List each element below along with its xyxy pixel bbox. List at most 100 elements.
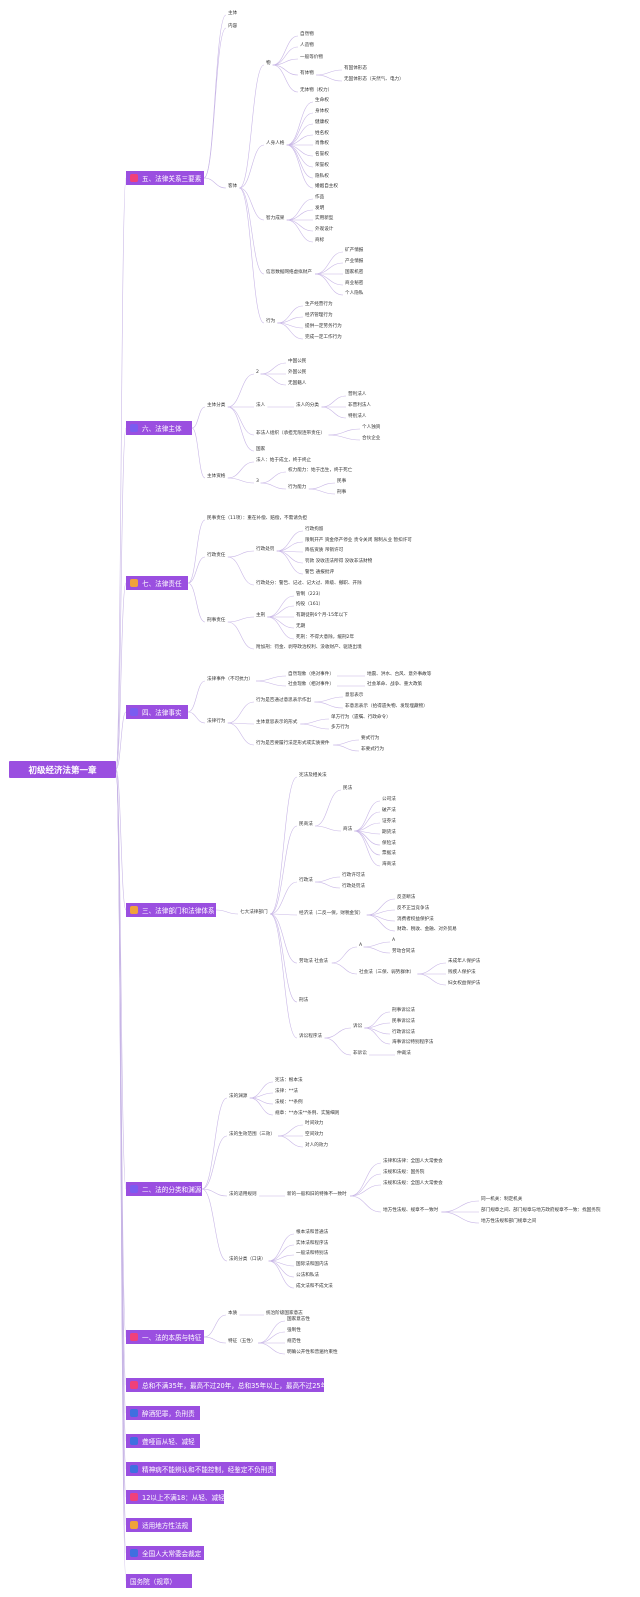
topic-node[interactable]: 无期 [296, 624, 306, 629]
topic-node[interactable]: 发明 [315, 206, 325, 211]
topic-node[interactable]: 罚款 没收违法所得 没收非法财物 [305, 559, 373, 564]
topic-node[interactable]: 消费者权益保护法 [397, 917, 434, 922]
topic-node[interactable]: 法的生效范围（三效） [229, 1132, 275, 1137]
root-node[interactable]: 初级经济法第一章 [9, 761, 116, 778]
topic-node[interactable]: 国家意志性 [287, 1317, 310, 1322]
topic-node[interactable]: A [392, 938, 396, 943]
topic-node[interactable]: 破产法 [382, 808, 396, 813]
topic-node[interactable]: 行政拘留 [305, 527, 324, 532]
topic-node[interactable]: 死刑：不得大意除，缓刑2年 [296, 635, 355, 640]
topic-node[interactable]: 意思表示 [345, 693, 364, 698]
topic-node[interactable]: 无国籍人 [288, 381, 307, 386]
topic-node[interactable]: 法律行为 [207, 719, 226, 724]
topic-node[interactable]: 法规和法规：国务院 [383, 1170, 425, 1175]
topic-node[interactable]: 物 [266, 61, 271, 66]
topic-node[interactable]: 降低资质 吊销许可 [305, 548, 344, 553]
topic-node[interactable]: 要式行为 [361, 736, 380, 741]
topic-node[interactable]: 法律和法律：全国人大常委会 [383, 1159, 443, 1164]
topic-node[interactable]: 地方性法规、规章不一致时 [383, 1208, 439, 1213]
topic-node[interactable]: 3 [256, 479, 259, 484]
topic-node[interactable]: 海商法 [382, 862, 396, 867]
topic-node[interactable]: 商标 [315, 238, 325, 243]
topic-node[interactable]: 营利法人 [348, 392, 367, 397]
topic-node[interactable]: 合伙企业 [362, 436, 381, 441]
topic-node[interactable]: 肖像权 [315, 141, 329, 146]
topic-node[interactable]: 行为能力 [288, 485, 307, 490]
branch-node[interactable]: 聋哑盲从轻、减轻 [126, 1434, 200, 1448]
topic-node[interactable]: 主体意思表示的形式 [256, 720, 298, 725]
topic-node[interactable]: 同一机关：制定机关 [481, 1197, 523, 1202]
topic-node[interactable]: 行为是否通过意思表示作出 [256, 698, 312, 703]
topic-node[interactable]: 仲裁法 [397, 1051, 411, 1056]
topic-node[interactable]: 民商法 [299, 822, 313, 827]
topic-node[interactable]: 个人隐私 [345, 291, 364, 296]
topic-node[interactable]: 特别法人 [348, 414, 367, 419]
topic-node[interactable]: 商法 [343, 827, 353, 832]
topic-node[interactable]: 法人：始于成立，终于终止 [256, 458, 312, 463]
topic-node[interactable]: 主体 [228, 11, 238, 16]
topic-node[interactable]: 一般等价物 [300, 55, 323, 60]
topic-node[interactable]: 公司法 [382, 797, 396, 802]
topic-node[interactable]: 经济管理行为 [305, 313, 333, 318]
topic-node[interactable]: 内容 [228, 24, 238, 29]
branch-node[interactable]: 全国人大常委会裁定 [126, 1546, 204, 1560]
topic-node[interactable]: 根本法和普通法 [296, 1230, 329, 1235]
topic-node[interactable]: 刑事 [337, 490, 347, 495]
topic-node[interactable]: 国际法和国内法 [296, 1262, 329, 1267]
topic-node[interactable]: 主体资格 [207, 474, 226, 479]
topic-node[interactable]: 有期徒刑6个月-15年以下 [296, 613, 348, 618]
branch-node[interactable]: 五、法律关系三要素 [126, 171, 204, 185]
topic-node[interactable]: 财政、税收、金融、对外贸易 [397, 927, 457, 932]
topic-node[interactable]: A [359, 943, 363, 948]
topic-node[interactable]: 中国公民 [288, 359, 307, 364]
topic-node[interactable]: 宪法：根本法 [275, 1078, 303, 1083]
topic-node[interactable]: 人身人格 [266, 141, 285, 146]
topic-node[interactable]: 单方行为（遗嘱、行政命令） [331, 715, 391, 720]
topic-node[interactable]: 期货法 [382, 830, 396, 835]
topic-node[interactable]: 证券法 [382, 819, 396, 824]
topic-node[interactable]: 规章：**办法**条例、实施细则 [275, 1111, 340, 1116]
topic-node[interactable]: 法的渊源 [229, 1094, 248, 1099]
topic-node[interactable]: 对人的效力 [305, 1143, 328, 1148]
topic-node[interactable]: 智力成果 [266, 216, 285, 221]
topic-node[interactable]: 社会革命、战争、重大政策 [367, 682, 423, 687]
branch-node[interactable]: 精神病不能辨认和不能控制，经鉴定不负刑责 [126, 1462, 276, 1476]
topic-node[interactable]: 社会现象（相对事件） [288, 682, 334, 687]
topic-node[interactable]: 完成一定工作行为 [305, 335, 342, 340]
topic-node[interactable]: 作品 [315, 195, 325, 200]
topic-node[interactable]: 行政许可法 [342, 873, 365, 878]
branch-node[interactable]: 三、法律部门和法律体系 [126, 903, 216, 917]
topic-node[interactable]: 海事诉讼特别程序法 [392, 1040, 434, 1045]
topic-node[interactable]: 民事诉讼法 [392, 1019, 415, 1024]
topic-node[interactable]: 部门规章之间、部门规章与地方政府规章不一致：找国务院 [481, 1208, 601, 1213]
topic-node[interactable]: 时间效力 [305, 1121, 324, 1126]
topic-node[interactable]: 有固体形态 [344, 66, 367, 71]
topic-node[interactable]: 无体物（权力） [300, 88, 333, 93]
topic-node[interactable]: 生命权 [315, 98, 329, 103]
topic-node[interactable]: 空间效力 [305, 1132, 324, 1137]
topic-node[interactable]: 主体分类 [207, 403, 226, 408]
branch-node[interactable]: 适用地方性法规 [126, 1518, 192, 1532]
branch-node[interactable]: 六、法律主体 [126, 421, 192, 435]
topic-node[interactable]: 法律事件（不可抗力） [207, 677, 253, 682]
branch-node[interactable]: 总和不满35年，最高不过20年，总和35年以上，最高不过25年 [126, 1378, 327, 1392]
topic-node[interactable]: 警告 通报批评 [305, 570, 335, 575]
topic-node[interactable]: 强制性 [287, 1328, 301, 1333]
topic-node[interactable]: 矿产情报 [345, 248, 364, 253]
topic-node[interactable]: 客体 [228, 184, 238, 189]
topic-node[interactable]: 信息数据网络虚拟财产 [266, 270, 312, 275]
topic-node[interactable]: 法人的分类 [296, 403, 319, 408]
topic-node[interactable]: 法的分类（口诀） [229, 1257, 266, 1262]
topic-node[interactable]: 荣誉权 [315, 163, 329, 168]
branch-node[interactable]: 二、法的分类和渊源 [126, 1182, 202, 1196]
topic-node[interactable]: 法律：**法 [275, 1089, 298, 1094]
topic-node[interactable]: 新的一般和旧的特殊不一致时 [287, 1192, 347, 1197]
topic-node[interactable]: 刑事责任 [207, 618, 226, 623]
topic-node[interactable]: 经济法（二反一保，财税金贸） [299, 911, 364, 916]
topic-node[interactable]: 主刑 [256, 613, 266, 618]
branch-node[interactable]: 七、法律责任 [126, 576, 188, 590]
topic-node[interactable]: 残疾人保护法 [448, 970, 476, 975]
topic-node[interactable]: 行政责任 [207, 553, 226, 558]
topic-node[interactable]: 宪法及相关法 [299, 773, 327, 778]
topic-node[interactable]: 多方行为 [331, 725, 350, 730]
